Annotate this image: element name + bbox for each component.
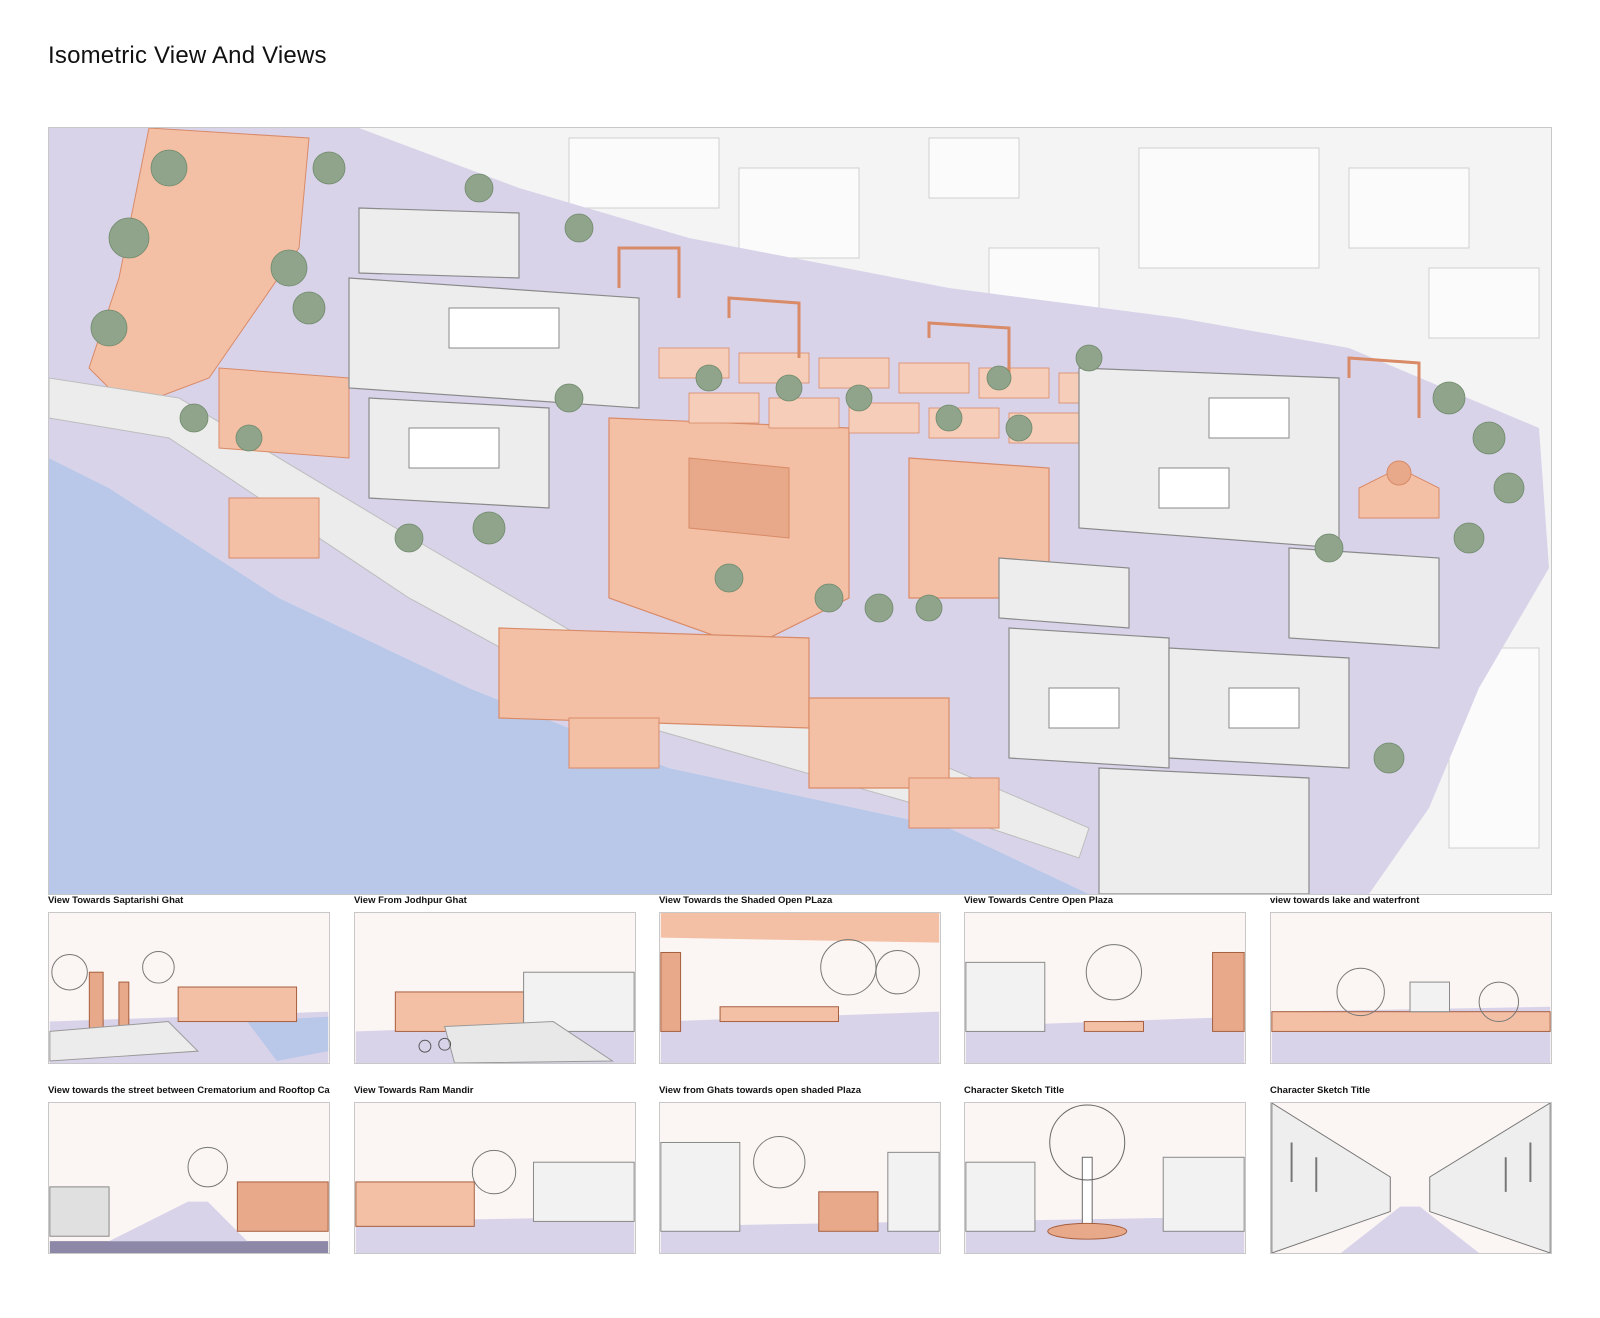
isometric-site-plan (48, 127, 1552, 895)
ghat-sketch-icon (354, 912, 636, 1064)
view-caption: View Towards Centre Open Plaza (964, 895, 1114, 906)
view-caption: view towards lake and waterfront (1270, 895, 1420, 906)
view-caption: View Towards the Shaded Open PLaza (659, 895, 833, 906)
view-caption: Character Sketch Title (964, 1085, 1065, 1096)
view-card: View from Ghats towards open shaded Plaz… (659, 1084, 941, 1254)
view-caption: View Towards Saptarishi Ghat (48, 895, 184, 906)
plaza-sketch-icon (659, 912, 941, 1064)
view-caption: View from Ghats towards open shaded Plaz… (659, 1085, 862, 1096)
street-sketch-icon (48, 1102, 330, 1254)
view-card: view towards lake and waterfront (1270, 894, 1552, 1064)
view-card: View From Jodhpur Ghat (354, 894, 636, 1064)
view-card: View Towards the Shaded Open PLaza (659, 894, 941, 1064)
view-card: View Towards Saptarishi Ghat (48, 894, 330, 1064)
tree-sketch-icon (964, 1102, 1246, 1254)
view-card: Character Sketch Title (964, 1084, 1246, 1254)
view-caption: View towards the street between Cremator… (48, 1085, 330, 1096)
view-card: View Towards Centre Open Plaza (964, 894, 1246, 1064)
view-card: View towards the street between Cremator… (48, 1084, 330, 1254)
view-card: View Towards Ram Mandir (354, 1084, 636, 1254)
ghat-sketch-icon (48, 912, 330, 1064)
waterfront-sketch-icon (1270, 912, 1552, 1064)
street-sketch-icon (1270, 1102, 1552, 1254)
view-caption: Character Sketch Title (1270, 1085, 1371, 1096)
view-caption: View From Jodhpur Ghat (354, 895, 467, 906)
temple-sketch-icon (354, 1102, 636, 1254)
page-title: Isometric View And Views (48, 42, 327, 69)
plaza-sketch-icon (659, 1102, 941, 1254)
plaza-sketch-icon (964, 912, 1246, 1064)
view-card: Character Sketch Title (1270, 1084, 1552, 1254)
view-caption: View Towards Ram Mandir (354, 1085, 474, 1096)
